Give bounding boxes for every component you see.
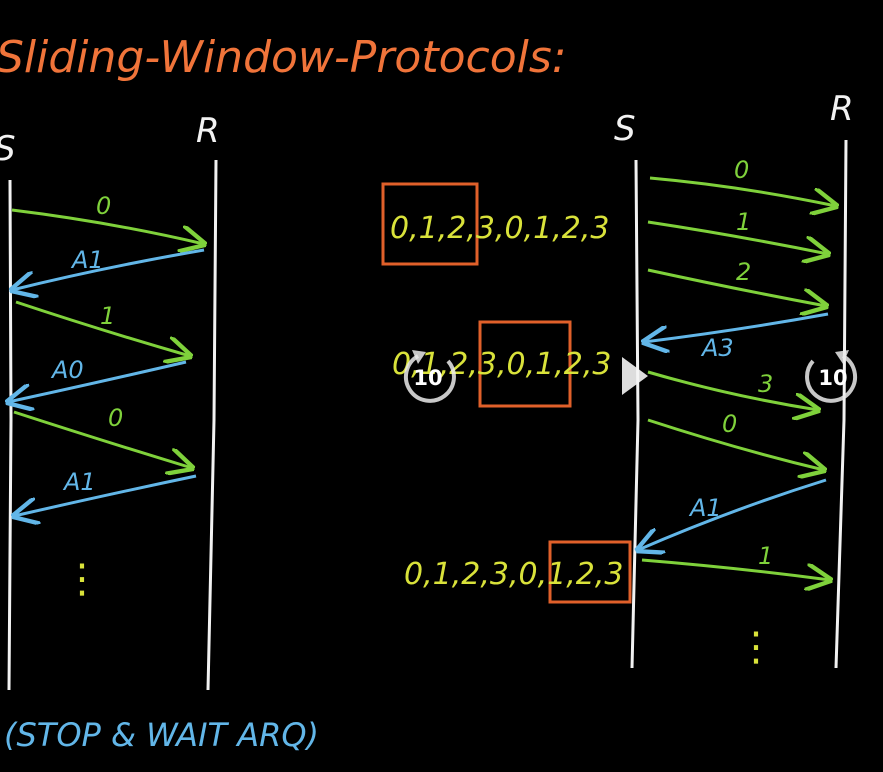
left-ack-label: A1 — [70, 246, 104, 274]
remaining-numbers: ,2,3 — [554, 347, 611, 382]
right-message-arrow — [647, 268, 826, 306]
window-box — [548, 540, 632, 604]
right-message-label: 1 — [736, 208, 751, 236]
play-button[interactable] — [622, 357, 648, 395]
left-receiver-timeline — [206, 159, 218, 691]
left-ack-label: A1 — [62, 468, 96, 496]
preceding-numbers: 0,1,2,3,0 — [404, 557, 538, 592]
right-receiver-label: R — [830, 89, 854, 129]
left-sender-label: S — [0, 129, 16, 169]
right-receiver-timeline — [834, 139, 848, 669]
stop-and-wait-diagram: S R 0 A1 1 A0 0 A1 ⋮ (STOP & WAIT ARQ) — [0, 111, 319, 754]
sequence-row-1: 0,1,2,3,0,1,2,3 — [390, 211, 609, 246]
rewind-seconds: 10 — [413, 366, 442, 390]
left-continuation-dots: ⋮ — [62, 556, 102, 602]
left-ack-arrow — [12, 248, 205, 290]
play-icon — [622, 357, 648, 395]
right-message-label: 2 — [736, 258, 751, 286]
left-message-label: 1 — [100, 302, 115, 330]
right-continuation-dots: ⋮ — [736, 624, 776, 670]
right-message-arrow — [647, 220, 828, 254]
sliding-window-diagram: S R 0 1 2 A3 3 0 A1 1 ⋮ — [614, 89, 854, 670]
window-box — [381, 182, 479, 266]
left-sender-timeline — [7, 179, 13, 691]
right-ack-arrow — [644, 312, 829, 342]
left-message-arrow — [15, 300, 190, 356]
right-sender-label: S — [614, 109, 636, 149]
right-message-label: 0 — [734, 156, 749, 184]
right-message-arrow — [641, 558, 830, 580]
window-box — [478, 320, 572, 408]
rewind-10-icon — [403, 350, 456, 403]
window-numbers: 0,1,2 — [390, 211, 466, 246]
right-ack-arrow — [638, 478, 827, 550]
window-numbers: ,1,2,3 — [538, 557, 624, 592]
sequence-row-3: 0,1,2,3,0,1,2,3 — [404, 557, 623, 592]
forward-10-button[interactable]: 10 — [805, 350, 858, 403]
right-message-arrow — [647, 418, 824, 470]
page-title: Sliding-Window-Protocols: — [0, 32, 567, 83]
left-receiver-label: R — [196, 111, 220, 151]
right-message-arrow — [647, 370, 818, 410]
left-message-label: 0 — [96, 192, 111, 220]
left-ack-arrow — [14, 474, 197, 516]
video-player-controls: 10 10 — [403, 350, 858, 403]
sequence-windows: 0,1,2,3,0,1,2,3 0,1,2,3,0,1,2,3 0,1,2,3,… — [381, 182, 632, 604]
right-message-arrow — [649, 176, 836, 206]
left-message-arrow — [13, 410, 192, 468]
remaining-numbers: ,3,0,1,2,3 — [466, 211, 609, 246]
right-message-label: 1 — [758, 542, 773, 570]
right-ack-label: A1 — [688, 494, 722, 522]
left-message-label: 0 — [108, 404, 123, 432]
left-ack-label: A0 — [50, 356, 84, 384]
forward-10-icon — [805, 350, 858, 403]
right-message-label: 0 — [722, 410, 737, 438]
rewind-10-button[interactable]: 10 — [403, 350, 456, 403]
right-sender-timeline — [630, 159, 640, 669]
window-numbers: 3,0,1 — [478, 347, 554, 382]
forward-seconds: 10 — [818, 366, 847, 390]
diagram-caption: (STOP & WAIT ARQ) — [4, 716, 319, 754]
right-ack-label: A3 — [700, 334, 734, 362]
left-ack-arrow — [8, 360, 187, 402]
left-message-arrow — [11, 208, 204, 244]
right-message-label: 3 — [758, 370, 773, 398]
